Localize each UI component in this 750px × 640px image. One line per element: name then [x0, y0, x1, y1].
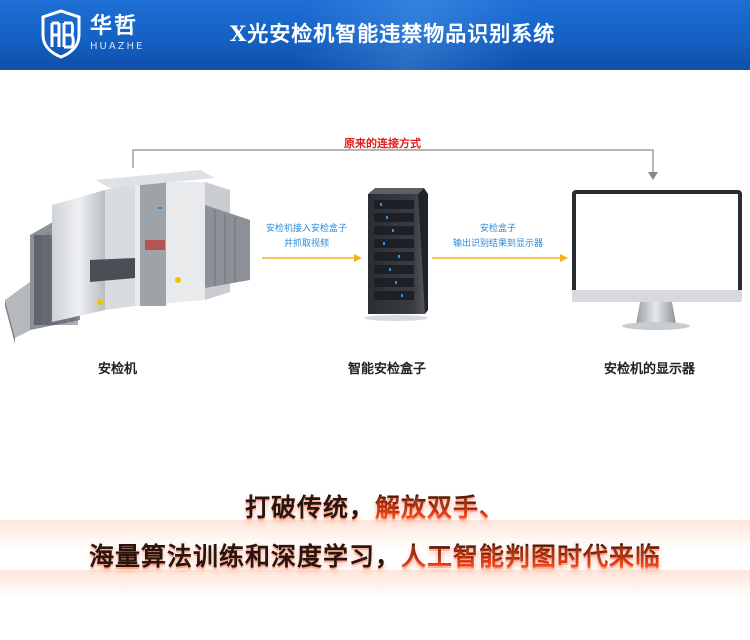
slogan-line1-part-a: 打破传统， [244, 493, 375, 522]
header-banner: 华哲 HUAZHE X光安检机智能违禁物品识别系统 [0, 0, 750, 70]
arrow-to-monitor [432, 254, 568, 262]
slogan-line2-part-b: 人工智能判图时代来临 [401, 542, 662, 571]
connection-diagram: 原来的连接方式 安检机接入安检盒子 并抓取视频 安检盒子 输出识别结果到显示器 … [0, 110, 750, 400]
page-title: X光安检机智能违禁物品识别系统 [230, 21, 556, 46]
logo-english-name: HUAZHE [90, 41, 145, 52]
xray-machine-image [5, 170, 250, 344]
arrow2-label: 安检盒子 输出识别结果到显示器 [446, 222, 550, 252]
arrow2-label-line1: 安检盒子 [479, 224, 516, 234]
shield-logo-icon [41, 9, 81, 59]
arrow2-label-line2: 输出识别结果到显示器 [452, 239, 543, 249]
arrow1-label: 安检机接入安检盒子 并抓取视频 [266, 222, 347, 252]
monitor-label: 安检机的显示器 [604, 362, 696, 377]
monitor-image [572, 190, 742, 330]
arrow-to-box [262, 254, 362, 262]
original-connection-label: 原来的连接方式 [344, 137, 421, 150]
smart-box-label: 智能安检盒子 [348, 362, 427, 377]
smart-box-server-image [364, 188, 428, 321]
slogan-line1-reflection [0, 520, 750, 550]
slogan-line1-part-b: 解放双手、 [375, 493, 506, 522]
slogan-line2-part-a: 海量算法训练和深度学习， [88, 542, 401, 571]
slogan-line-1: 打破传统，解放双手、 [0, 488, 750, 524]
arrow1-label-line1: 安检机接入安检盒子 [266, 224, 348, 234]
xray-machine-label: 安检机 [98, 362, 138, 377]
logo-chinese-name: 华哲 [90, 14, 139, 39]
slogan-line2-reflection [0, 570, 750, 600]
arrow1-label-line2: 并抓取视频 [284, 239, 330, 249]
brand-logo[interactable]: 华哲 HUAZHE [40, 9, 144, 59]
original-connection-line [132, 149, 658, 180]
diagram-graphics [5, 149, 742, 344]
header-light-sweep [0, 0, 750, 70]
slogan-line-2: 海量算法训练和深度学习，人工智能判图时代来临 [0, 537, 750, 573]
